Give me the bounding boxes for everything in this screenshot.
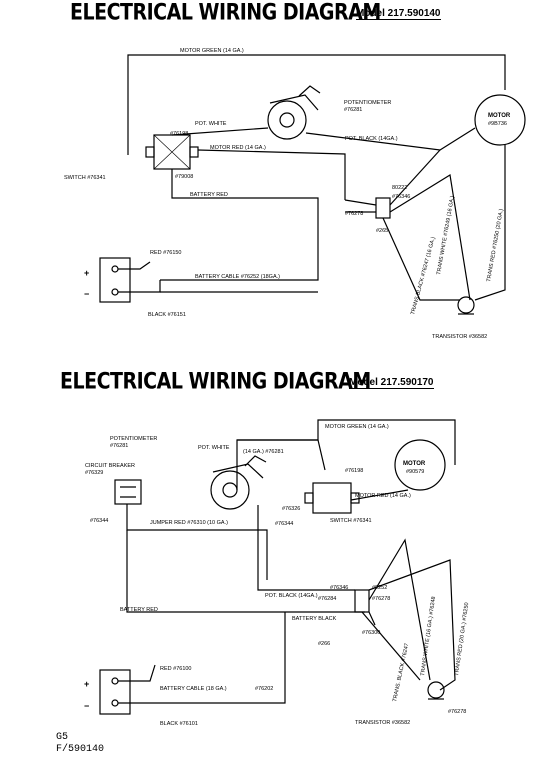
diagram2-title: ELECTRICAL WIRING DIAGRAM — [60, 369, 371, 395]
svg-text:#76344: #76344 — [275, 521, 293, 527]
svg-text:BATTERY RED: BATTERY RED — [190, 192, 228, 198]
svg-text:POT. WHITE: POT. WHITE — [198, 445, 230, 451]
svg-text:POTENTIOMETER: POTENTIOMETER — [110, 436, 157, 442]
diagram1-model: Model 217.590140 — [356, 8, 441, 20]
svg-text:#76346: #76346 — [392, 194, 410, 200]
motor-1 — [474, 94, 526, 146]
circuit-breaker-2 — [114, 479, 142, 505]
battery-1 — [99, 257, 131, 303]
svg-text:#9B736: #9B736 — [488, 121, 507, 127]
svg-text:TRANS RED (20 GA.) #76250: TRANS RED (20 GA.) #76250 — [454, 602, 470, 676]
svg-text:#76329: #76329 — [85, 470, 103, 476]
svg-text:BATTERY CABLE (18 GA.): BATTERY CABLE (18 GA.) — [160, 686, 227, 692]
connector-2 — [354, 589, 370, 613]
svg-text:#76281: #76281 — [110, 443, 128, 449]
diagram1-labels: MOTOR GREEN (14 GA.) POTENTIOMETER #7628… — [64, 48, 511, 340]
svg-text:TRANS RED #76250 (20 GA.): TRANS RED #76250 (20 GA.) — [486, 208, 505, 282]
switch-2 — [312, 482, 352, 514]
svg-text:RED #76100: RED #76100 — [160, 666, 192, 672]
svg-text:+: + — [84, 268, 89, 278]
motor-2 — [394, 439, 446, 491]
svg-text:#76278: #76278 — [345, 211, 363, 217]
reference-number: F/590140 — [56, 744, 105, 755]
svg-text:POT. BLACK (14GA.): POT. BLACK (14GA.) — [345, 136, 398, 142]
svg-text:SWITCH #76341: SWITCH #76341 — [64, 175, 106, 181]
potentiometer-1 — [267, 100, 307, 140]
battery-2 — [99, 669, 131, 715]
svg-text:TRANSISTOR #36582: TRANSISTOR #36582 — [355, 720, 410, 726]
svg-text:#76284: #76284 — [318, 596, 336, 602]
diagram2-model: Model 217.590170 — [349, 377, 434, 389]
svg-text:#266: #266 — [318, 641, 330, 647]
svg-text:#76198: #76198 — [345, 468, 363, 474]
transistor-2 — [427, 681, 445, 699]
svg-text:MOTOR RED (14 GA.): MOTOR RED (14 GA.) — [210, 145, 266, 151]
svg-text:POT. WHITE: POT. WHITE — [195, 121, 227, 127]
svg-text:#76278: #76278 — [448, 709, 466, 715]
svg-text:#79008: #79008 — [175, 174, 193, 180]
svg-text:POTENTIOMETER: POTENTIOMETER — [344, 100, 391, 106]
svg-text:#76278: #76278 — [372, 596, 390, 602]
svg-text:TRANS BLACK #76247 (16 GA.): TRANS BLACK #76247 (16 GA.) — [410, 236, 437, 315]
svg-text:SWITCH #76341: SWITCH #76341 — [330, 518, 372, 524]
svg-text:#76198: #76198 — [170, 131, 188, 137]
svg-text:MOTOR RED (14 GA.): MOTOR RED (14 GA.) — [355, 493, 411, 499]
svg-text:JUMPER RED #76310 (10 GA.): JUMPER RED #76310 (10 GA.) — [150, 520, 228, 526]
svg-text:CIRCUIT BREAKER: CIRCUIT BREAKER — [85, 463, 135, 469]
svg-text:TRANSISTOR #36582: TRANSISTOR #36582 — [432, 334, 487, 340]
svg-text:#265: #265 — [376, 228, 388, 234]
svg-text:TRANS. BLACK #76247: TRANS. BLACK #76247 — [392, 643, 410, 703]
svg-text:BATTERY CABLE #76252 (18GA.): BATTERY CABLE #76252 (18GA.) — [195, 274, 280, 280]
svg-text:MOTOR: MOTOR — [488, 113, 511, 119]
diagram1 — [99, 54, 526, 315]
svg-text:−: − — [84, 701, 89, 711]
connector-1 — [375, 197, 391, 219]
svg-text:BLACK #76151: BLACK #76151 — [148, 312, 186, 318]
svg-text:#90579: #90579 — [406, 469, 424, 475]
svg-text:BATTERY BLACK: BATTERY BLACK — [292, 616, 337, 622]
svg-text:MOTOR GREEN (14 GA.): MOTOR GREEN (14 GA.) — [325, 424, 389, 430]
svg-text:TRANS WHITE #76249 (16 GA.): TRANS WHITE #76249 (16 GA.) — [436, 195, 456, 275]
diagram1-title: ELECTRICAL WIRING DIAGRAM — [70, 0, 381, 26]
svg-text:BLACK #76101: BLACK #76101 — [160, 721, 198, 727]
svg-text:#0252: #0252 — [372, 585, 387, 591]
svg-text:+: + — [84, 679, 89, 689]
svg-text:−: − — [84, 289, 89, 299]
svg-text:#76281: #76281 — [344, 107, 362, 113]
svg-text:80222: 80222 — [392, 185, 407, 191]
svg-text:BATTERY RED: BATTERY RED — [120, 607, 158, 613]
svg-text:(14 GA.) #76281: (14 GA.) #76281 — [243, 449, 284, 455]
svg-text:POT. BLACK (14GA.): POT. BLACK (14GA.) — [265, 593, 318, 599]
svg-text:MOTOR: MOTOR — [403, 461, 426, 467]
svg-text:#76300: #76300 — [362, 630, 380, 636]
svg-text:#76346: #76346 — [330, 585, 348, 591]
svg-text:MOTOR GREEN (14 GA.): MOTOR GREEN (14 GA.) — [180, 48, 244, 54]
diagram2 — [99, 419, 456, 715]
svg-text:#76344: #76344 — [90, 518, 108, 524]
svg-text:#76202: #76202 — [255, 686, 273, 692]
svg-text:RED #76150: RED #76150 — [150, 250, 182, 256]
page-number: G5 — [56, 732, 69, 743]
transistor-1 — [457, 296, 475, 314]
potentiometer-2 — [210, 470, 250, 510]
svg-text:#76326: #76326 — [282, 506, 300, 512]
